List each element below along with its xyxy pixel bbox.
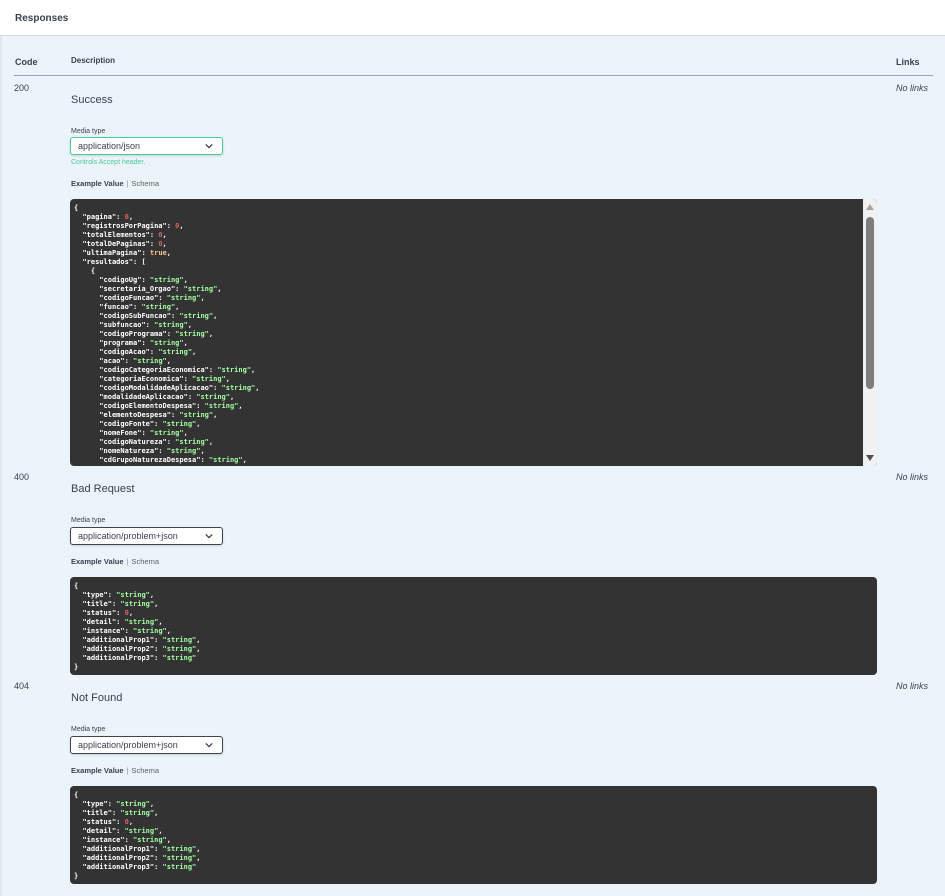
code-line: "codigoPrograma": "string", bbox=[99, 330, 214, 338]
code-line: "additionalProp3": "string" bbox=[82, 863, 197, 871]
column-header-description: Description bbox=[71, 56, 116, 65]
chevron-down-icon bbox=[205, 533, 213, 539]
code-line: "programa": "string", bbox=[99, 339, 188, 347]
media-type-value-404: application/problem+json bbox=[78, 740, 178, 750]
tab-example-value-200[interactable]: Example Value bbox=[71, 179, 124, 188]
code-line: { bbox=[74, 204, 79, 212]
code-line: "codigoUg": "string", bbox=[99, 276, 188, 284]
code-line: "codigoElementoDespesa": "string", bbox=[99, 402, 243, 410]
tab-schema-404[interactable]: Schema bbox=[131, 766, 159, 775]
header-divider bbox=[14, 75, 933, 76]
code-line: "cdGrupoNaturezaDespesa": "string", bbox=[99, 456, 247, 464]
example-json-400: { "type": "string", "title": "string", "… bbox=[70, 577, 877, 675]
code-line: { bbox=[74, 582, 79, 590]
code-line: "secretaria_Orgao": "string", bbox=[99, 285, 222, 293]
example-code-block-200[interactable]: { "pagina": 0, "registrosPorPagina": 0, … bbox=[70, 199, 877, 466]
code-line: "elementoDespesa": "string", bbox=[99, 411, 218, 419]
response-description-400: Bad Request bbox=[71, 483, 135, 495]
code-line: "additionalProp2": "string", bbox=[82, 645, 201, 653]
code-line: "codigoSubFuncao": "string", bbox=[99, 312, 218, 320]
code-line: "title": "string", bbox=[82, 809, 159, 817]
code-line: { bbox=[74, 791, 79, 799]
code-line: "title": "string", bbox=[82, 600, 159, 608]
code-line: { bbox=[74, 267, 96, 275]
code-line: "pagina": 0, bbox=[82, 213, 134, 221]
code-line: "categoriaEconomica": "string", bbox=[99, 375, 230, 383]
code-line: "type": "string", bbox=[82, 591, 155, 599]
code-line: "totalDePaginas": 0, bbox=[82, 240, 167, 248]
code-line: } bbox=[74, 872, 79, 880]
code-line: "codigoModalidadeAplicacao": "string", bbox=[99, 384, 260, 392]
code-line: "subfuncao": "string", bbox=[99, 321, 193, 329]
code-line: "nomeNatureza": "string", bbox=[99, 447, 205, 455]
example-json-404: { "type": "string", "title": "string", "… bbox=[70, 786, 877, 884]
code-line: } bbox=[74, 663, 79, 671]
code-line: "totalElementos": 0, bbox=[82, 231, 167, 239]
scroll-down-icon[interactable] bbox=[866, 455, 874, 461]
example-tabs-200: Example Value|Schema bbox=[71, 179, 159, 188]
code-line: "instance": "string", bbox=[82, 627, 171, 635]
responses-title: Responses bbox=[15, 13, 69, 24]
tab-schema-400[interactable]: Schema bbox=[131, 557, 159, 566]
response-description-404: Not Found bbox=[71, 692, 123, 704]
tab-schema-200[interactable]: Schema bbox=[131, 179, 159, 188]
links-404: No links bbox=[896, 681, 929, 691]
code-line: "ultimaPagina": true, bbox=[82, 249, 171, 257]
code-line: "additionalProp1": "string", bbox=[82, 636, 201, 644]
code-line: "additionalProp3": "string" bbox=[82, 654, 197, 662]
code-line: "codigoAcao": "string", bbox=[99, 348, 197, 356]
code-line: "codigoNatureza": "string", bbox=[99, 438, 214, 446]
accept-header-note: Controls Accept header. bbox=[71, 159, 146, 166]
example-tabs-400: Example Value|Schema bbox=[71, 557, 159, 566]
links-400: No links bbox=[896, 472, 929, 482]
response-code-200: 200 bbox=[14, 83, 30, 93]
code-line: "additionalProp1": "string", bbox=[82, 845, 201, 853]
code-scrollbar[interactable] bbox=[863, 199, 877, 466]
code-line: "codigoFonte": "string", bbox=[99, 420, 201, 428]
code-line: "status": 0, bbox=[82, 818, 134, 826]
code-line: "resultados": [ bbox=[82, 258, 146, 266]
code-line: "instance": "string", bbox=[82, 836, 171, 844]
code-line: "codigoFuncao": "string", bbox=[99, 294, 205, 302]
example-json-200: { "pagina": 0, "registrosPorPagina": 0, … bbox=[70, 199, 877, 466]
code-line: "codigoCategoriaEconomica": "string", bbox=[99, 366, 256, 374]
media-type-label-404: Media type bbox=[71, 726, 106, 733]
code-line: "type": "string", bbox=[82, 800, 155, 808]
code-line: "detail": "string", bbox=[82, 618, 163, 626]
column-header-code: Code bbox=[15, 57, 38, 67]
links-200: No links bbox=[896, 83, 929, 93]
response-code-404: 404 bbox=[14, 681, 30, 691]
column-header-links: Links bbox=[896, 57, 920, 67]
media-type-select-400[interactable]: application/problem+json bbox=[70, 527, 223, 545]
media-type-label-200: Media type bbox=[71, 128, 106, 135]
scroll-thumb[interactable] bbox=[866, 217, 874, 389]
example-code-block-404[interactable]: { "type": "string", "title": "string", "… bbox=[70, 786, 877, 884]
code-line: "registrosPorPagina": 0, bbox=[82, 222, 184, 230]
left-border bbox=[0, 0, 2, 896]
chevron-down-icon bbox=[205, 143, 213, 149]
code-line: "additionalProp2": "string", bbox=[82, 854, 201, 862]
response-description-200: Success bbox=[71, 94, 113, 106]
code-line: "status": 0, bbox=[82, 609, 134, 617]
example-tabs-404: Example Value|Schema bbox=[71, 766, 159, 775]
chevron-down-icon bbox=[205, 742, 213, 748]
response-code-400: 400 bbox=[14, 472, 30, 482]
media-type-value-400: application/problem+json bbox=[78, 531, 178, 541]
media-type-label-400: Media type bbox=[71, 517, 106, 524]
media-type-value-200: application/json bbox=[78, 141, 141, 151]
scroll-up-icon[interactable] bbox=[866, 204, 874, 210]
code-line: "acao": "string", bbox=[99, 357, 171, 365]
code-line: "detail": "string", bbox=[82, 827, 163, 835]
code-line: "funcao": "string", bbox=[99, 303, 180, 311]
code-line: "modalidadeAplicacao": "string", bbox=[99, 393, 235, 401]
tab-example-value-400[interactable]: Example Value bbox=[71, 557, 124, 566]
tab-example-value-404[interactable]: Example Value bbox=[71, 766, 124, 775]
example-code-block-400[interactable]: { "type": "string", "title": "string", "… bbox=[70, 577, 877, 675]
media-type-select-200[interactable]: application/json bbox=[70, 137, 223, 155]
media-type-select-404[interactable]: application/problem+json bbox=[70, 736, 223, 754]
responses-header: Responses bbox=[0, 0, 945, 36]
code-line: "nomeFone": "string", bbox=[99, 429, 188, 437]
